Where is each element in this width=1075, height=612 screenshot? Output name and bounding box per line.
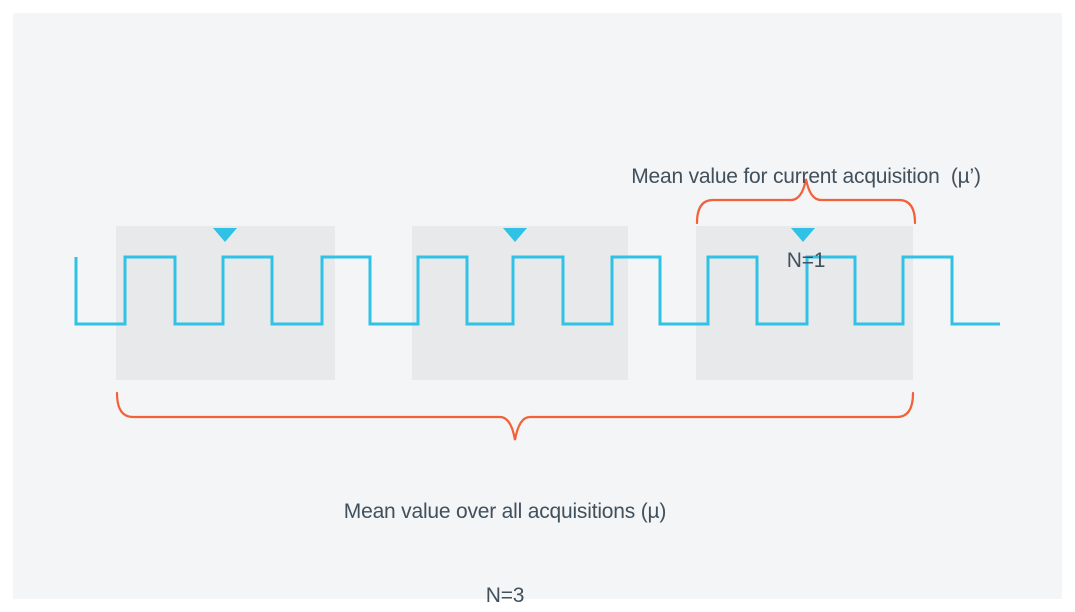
trigger-marker-icon — [791, 228, 815, 242]
current-acquisition-brace — [695, 178, 917, 225]
square-wave-signal — [74, 255, 1000, 326]
acquisition-box — [412, 226, 628, 380]
acquisition-box — [696, 226, 913, 380]
all-acquisitions-label: Mean value over all acquisitions (µ) N=3 — [255, 442, 755, 612]
current-acquisition-label: Mean value for current acquisition (µ’) … — [556, 107, 1056, 331]
acquisition-box — [116, 226, 335, 380]
trigger-marker-icon — [503, 228, 527, 242]
all-acquisitions-count: N=3 — [485, 584, 525, 607]
all-acquisitions-brace — [115, 391, 915, 441]
current-acquisition-count: N=1 — [786, 249, 826, 272]
current-acquisition-label-text: Mean value for current acquisition (µ’) — [631, 165, 981, 188]
trigger-marker-icon — [213, 228, 237, 242]
all-acquisitions-label-text: Mean value over all acquisitions (µ) — [343, 500, 667, 523]
